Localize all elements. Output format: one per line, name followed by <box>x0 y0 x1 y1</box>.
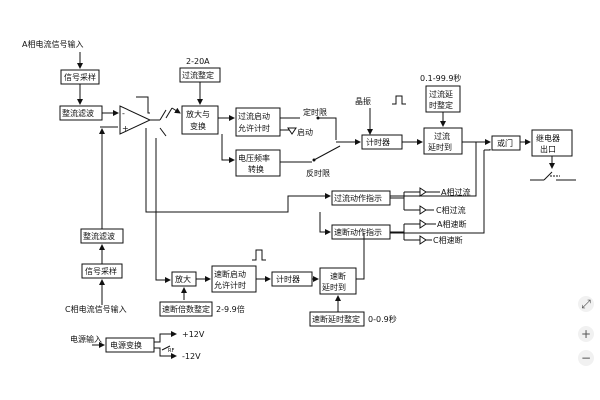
relay-output-line1: 继电器 <box>536 133 560 143</box>
c-oc-label: C相过流 <box>436 205 466 215</box>
qb-delay-line1: 速断 <box>330 271 346 281</box>
c-qb-led-icon <box>419 235 427 245</box>
oc-action-indicator-label: 过流动作指示 <box>334 193 382 203</box>
amplify-label: 放大 <box>175 274 191 284</box>
expand-button[interactable]: ⤢ <box>578 296 594 312</box>
oc-delay-line2: 延时到 <box>428 142 452 152</box>
range-0-0-9: 0-0.9秒 <box>368 314 397 324</box>
amplify-transform-box <box>181 105 219 135</box>
start-label: 启动 <box>297 127 313 137</box>
signal-sample-a-label: 信号采样 <box>64 72 96 82</box>
timer2-label: 计时器 <box>276 274 300 284</box>
or-gate-label: 或门 <box>497 138 513 148</box>
start-led-icon <box>287 127 297 135</box>
amplify-transform-line2: 变换 <box>190 121 206 131</box>
amplify-transform-line1: 放大与 <box>186 109 210 119</box>
timer1-label: 计时器 <box>366 137 390 147</box>
rectify-filter-c-label: 整流滤波 <box>83 231 115 241</box>
oc-delay-setting-line2: 时整定 <box>429 100 453 110</box>
oc-delay-setting-line1: 过流延 <box>429 89 453 99</box>
c-oc-led-icon <box>419 205 427 215</box>
qb-start-permit-line2: 允许计时 <box>214 280 246 290</box>
signal-sample-c-label: 信号采样 <box>85 266 117 276</box>
zoom-out-button[interactable]: − <box>578 350 594 366</box>
qb-action-indicator-label: 速断动作指示 <box>334 227 382 237</box>
svg-text:+: + <box>122 124 129 133</box>
qb-multiple-setting-box <box>159 301 213 317</box>
range-2-20a: 2-20A <box>186 57 210 66</box>
range-0-1-99-9: 0.1-99.9秒 <box>420 73 461 83</box>
zoom-controls: ⤢ + − <box>572 292 600 372</box>
zoom-in-button[interactable]: + <box>578 326 594 342</box>
inverse-time-label: 反时限 <box>306 168 330 178</box>
comparator-triangle <box>119 105 152 135</box>
range-2-9-9: 2-9.9倍 <box>216 304 245 314</box>
relay-output-line2: 出口 <box>540 144 556 154</box>
oc-start-permit-line1: 过流启动 <box>238 111 270 121</box>
vf-convert-box <box>235 149 281 177</box>
minus12v-label: -12V <box>182 352 201 361</box>
vf-convert-line2: 转换 <box>248 164 264 174</box>
c-qb-label: C相速断 <box>433 235 463 245</box>
definite-time-label: 定时限 <box>303 107 327 117</box>
qb-start-permit-box <box>211 265 257 293</box>
qb-delay-line2: 延时到 <box>322 282 346 292</box>
svg-text:-: - <box>122 109 125 118</box>
qb-start-permit-line1: 速断启动 <box>214 269 246 279</box>
a-oc-label: A相过流 <box>441 187 470 197</box>
oc-delay-box <box>423 127 463 155</box>
power-convert-box <box>105 337 155 353</box>
oc-start-permit-box <box>235 107 281 137</box>
or-gate-box <box>491 135 521 151</box>
pulse-icon <box>392 95 406 105</box>
power-convert-label: 电源变换 <box>110 340 142 350</box>
qb-delay-setting-box <box>309 311 365 327</box>
rectify-filter-a-label: 整流滤波 <box>62 108 94 118</box>
a-oc-led-icon <box>419 187 427 197</box>
oc-start-permit-line2: 允许计时 <box>238 123 270 133</box>
a-phase-input-label: A相电流信号输入 <box>22 39 83 49</box>
a-qb-label: A相速断 <box>437 219 466 229</box>
qb-delay-box <box>319 267 357 295</box>
c-phase-input-label: C相电流信号输入 <box>65 304 127 314</box>
power-input-label: 电源输入 <box>70 334 102 344</box>
vf-convert-line1: 电压频率 <box>238 153 270 163</box>
overcurrent-setting-label: 过流整定 <box>182 70 214 80</box>
crystal-label: 晶振 <box>355 96 371 106</box>
qb-delay-setting-label: 速断延时整定 <box>312 314 360 324</box>
plus12v-label: +12V <box>182 330 205 339</box>
qb-multiple-setting-label: 速断倍数整定 <box>162 304 210 314</box>
pulse2-icon <box>252 249 266 261</box>
oc-delay-line1: 过流 <box>434 131 450 141</box>
a-qb-led-icon <box>419 219 427 229</box>
svg-text:RF: RF <box>168 348 174 354</box>
